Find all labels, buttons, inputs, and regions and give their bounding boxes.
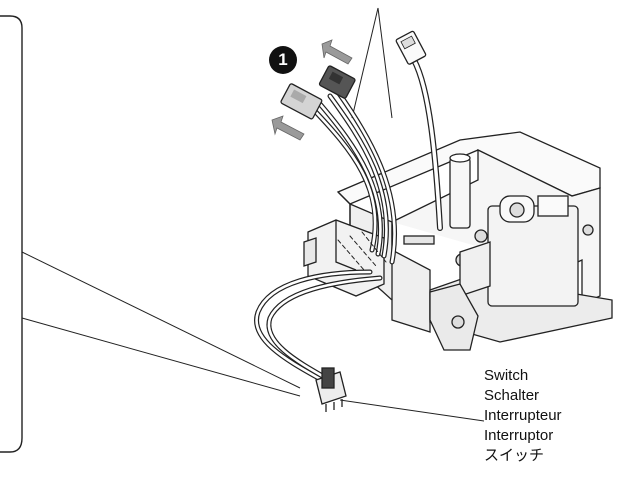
servo-mount — [429, 195, 594, 351]
connector-light — [280, 83, 323, 120]
antenna-connector — [395, 30, 427, 65]
antenna-post — [449, 153, 471, 229]
callout-label-es: Interruptor — [484, 427, 554, 444]
step-1-marker: 1 — [269, 46, 297, 74]
connector-dark — [318, 65, 356, 99]
pull-arrow-upper — [321, 39, 353, 65]
callout-label-de: Schalter — [484, 387, 540, 404]
zoom-line-lower — [21, 317, 301, 397]
wire-harness — [254, 89, 398, 383]
zoom-line-upper — [21, 251, 301, 389]
callout-label-ja: スイッチ — [484, 447, 545, 464]
switch-callout: Switch Schalter Interrupteur Interruptor… — [484, 366, 562, 466]
switch-leader-line — [339, 399, 485, 422]
pull-arrow-lower — [271, 115, 305, 141]
inset-panel-border — [0, 15, 23, 453]
leader-line-2 — [377, 7, 393, 119]
leader-line-1 — [351, 7, 379, 119]
callout-label-fr: Interrupteur — [484, 407, 562, 424]
antenna-wire — [411, 57, 443, 231]
switch-component — [315, 367, 347, 412]
callout-label-en: Switch — [484, 367, 529, 384]
